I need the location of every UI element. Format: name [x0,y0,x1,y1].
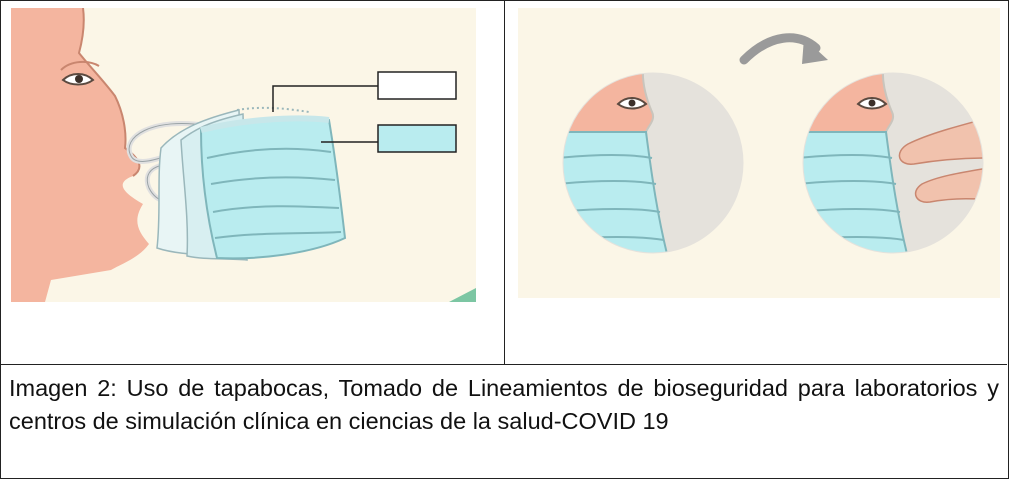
mask-fitting-illustration [518,8,1000,298]
table-divider-horizontal [0,364,1007,365]
mask-parts-illustration [11,8,476,302]
table-divider-vertical [504,0,505,364]
figure-caption: Imagen 2: Uso de tapabocas, Tomado de Li… [9,375,999,434]
